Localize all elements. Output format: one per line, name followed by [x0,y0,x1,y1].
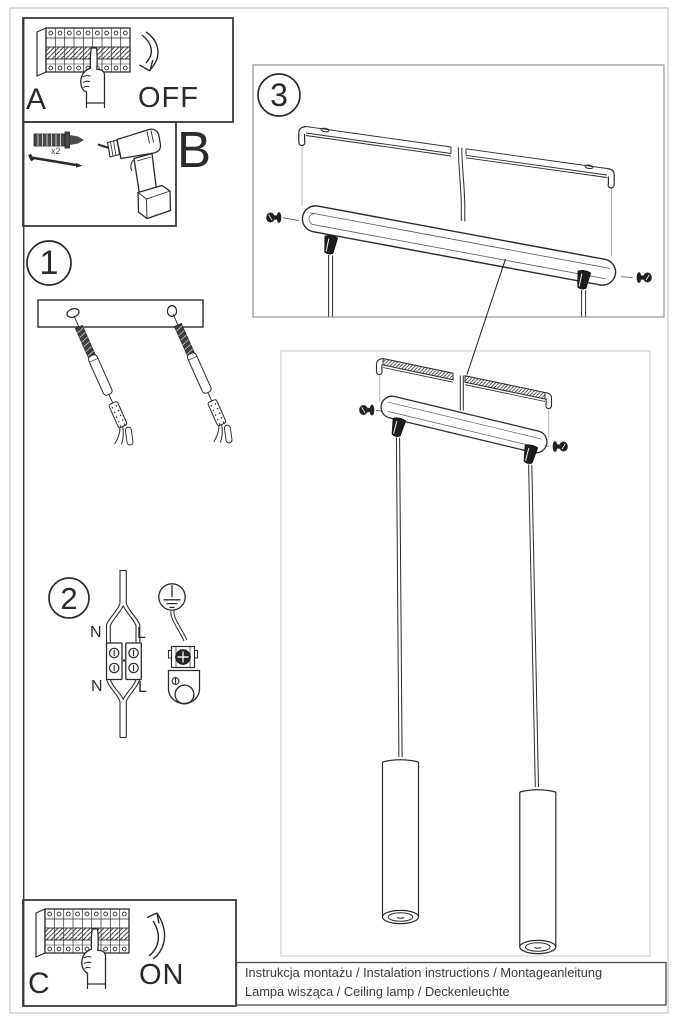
step-2-circle [48,577,90,619]
screw-icon [28,153,83,168]
footer-box [235,961,667,1006]
footer-title-line: Instrukcja montażu / Instalation instruc… [245,965,603,980]
side-screw-icon [359,404,375,416]
step-3-box [252,64,665,318]
ceiling-bracket-icon [375,357,553,410]
ceiling-bracket-icon [298,125,615,189]
step-1-number: 1 [39,244,59,282]
side-screw-icon [636,272,652,283]
panel-a-label: A [26,83,47,116]
screw-anchor-icon [59,312,139,452]
panel-b-box [22,121,177,227]
mains-cable [459,375,464,411]
wire-label-n-bottom: N [91,678,103,695]
footer-product-line: Lampa wisząca / Ceiling lamp / Deckenleu… [245,984,510,999]
pendant-shade-left [381,759,420,925]
panel-b-label: B [177,121,212,178]
breaker-strip-icon [36,27,131,77]
drill-icon [97,128,172,220]
screw-anchor-icon [158,310,238,450]
pendant-shade-right [519,789,557,955]
side-screw-icon [552,441,568,452]
main-drawing-box [280,350,651,957]
canopy-icon [301,205,617,286]
panel-c-box [22,899,237,1007]
on-label: ON [139,959,185,991]
assembled-lamp-illustration [359,357,568,955]
breaker-off-illustration [36,27,159,109]
step-3-circle [257,73,301,117]
page-border [9,7,669,1014]
suspension-cable-left [395,437,403,758]
step-1-circle [26,240,72,286]
ground-symbol-icon [158,583,186,611]
tools-illustration [28,128,172,220]
breaker-strip-icon [35,908,130,958]
terminal-block-icon [105,642,142,681]
wall-plug-icon [33,131,84,149]
wiring-diagram [105,569,201,739]
wire-label-l-top: L [137,625,146,642]
panel-c-label: C [28,967,50,1000]
cord-grip-icon [321,233,339,256]
canopy-mounting-illustration [266,125,652,317]
anchor-quantity-label: x2 [51,146,61,156]
plate-hole-right [166,305,178,318]
step-2-number: 2 [60,581,78,616]
wire-label-l-bottom: L [138,679,147,696]
side-screw-icon [266,212,282,223]
canopy-icon [380,395,548,454]
step-3-number: 3 [270,77,288,113]
arrow-down-icon [139,31,159,72]
leader-line [466,258,507,375]
suspension-cable-right [528,464,539,788]
arrow-up-icon [146,912,166,960]
wire-label-n-top: N [90,624,102,641]
off-label: OFF [138,82,199,114]
cord-grip-icon [388,416,407,439]
ground-terminal-icon [167,645,201,705]
mains-cable [457,147,466,222]
mounting-plate-illustration [37,299,238,452]
breaker-on-illustration [35,908,166,990]
